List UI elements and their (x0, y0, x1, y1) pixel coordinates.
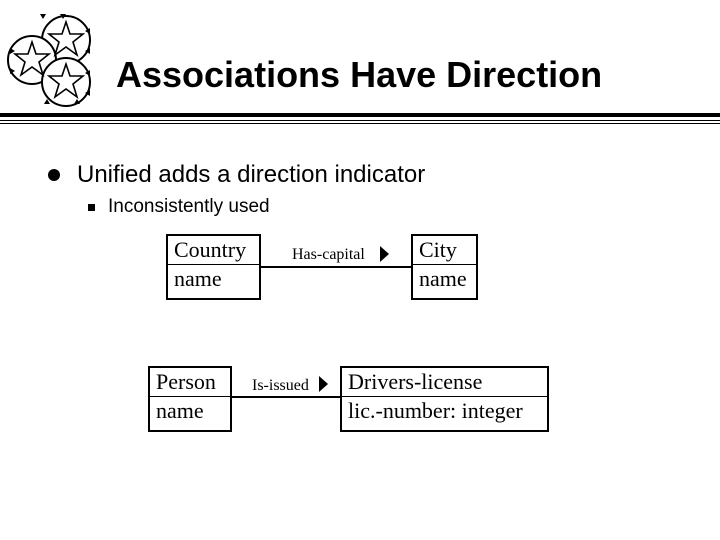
class-name: Person (150, 368, 230, 397)
class-name: City (413, 236, 476, 265)
sub-bullet-square-icon (88, 204, 95, 211)
sub-bullet-text: Inconsistently used (108, 196, 270, 217)
class-box-drivers-license: Drivers-license lic.-number: integer (340, 366, 549, 432)
class-box-person: Person name (148, 366, 232, 432)
direction-arrow-icon (380, 246, 389, 262)
class-attribute: name (174, 266, 222, 291)
class-attribute: name (419, 266, 467, 291)
direction-arrow-icon (319, 376, 328, 392)
stars-badge-icon (7, 14, 91, 107)
class-box-city: City name (411, 234, 478, 300)
class-attribute: lic.-number: integer (348, 398, 523, 423)
bullet-dot-icon (48, 169, 60, 181)
association-line (261, 266, 411, 268)
page-title: Associations Have Direction (116, 54, 603, 95)
class-box-country: Country name (166, 234, 261, 300)
association-label: Has-capital (292, 246, 365, 263)
class-name: Country (168, 236, 259, 265)
class-name: Drivers-license (342, 368, 547, 397)
class-attribute: name (156, 398, 204, 423)
association-label: Is-issued (252, 377, 309, 394)
title-rule-thin-2 (0, 123, 720, 124)
title-rule-thin (0, 120, 720, 121)
bullet-text: Unified adds a direction indicator (77, 161, 426, 188)
association-line (232, 396, 340, 398)
title-rule (0, 113, 720, 117)
